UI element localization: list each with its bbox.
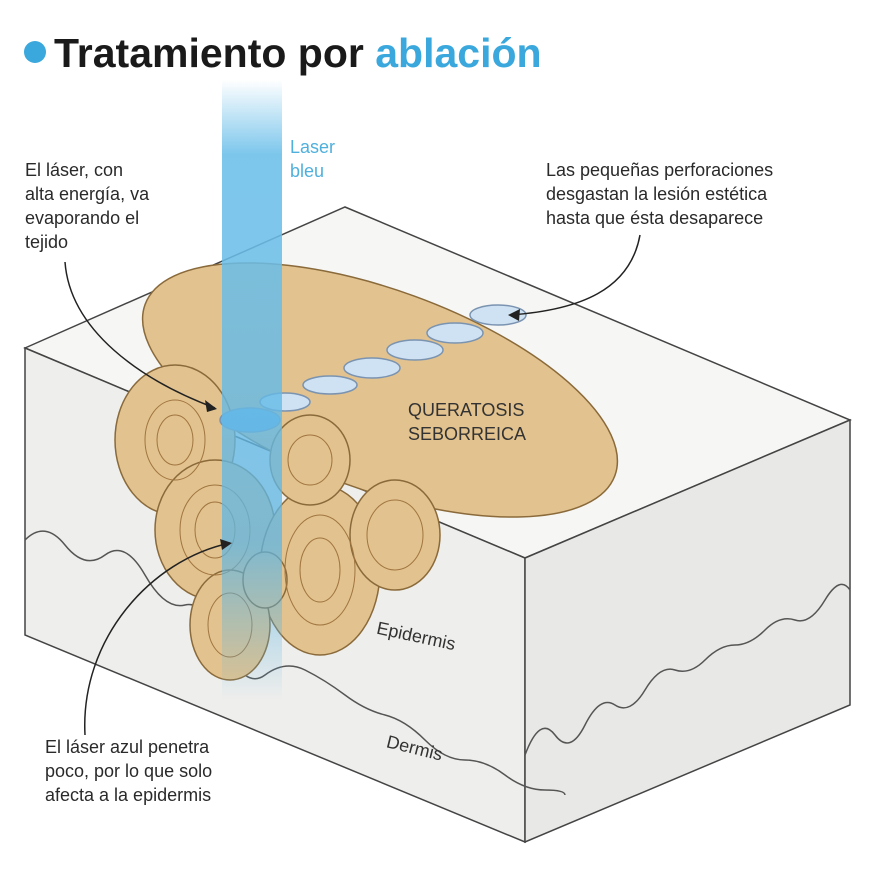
bullet-dot-icon — [24, 41, 46, 63]
title-accent: ablación — [375, 30, 542, 76]
page-title: Tratamiento por ablación — [24, 30, 542, 77]
laser-beam — [222, 80, 282, 700]
epidermis-line-right — [524, 583, 851, 756]
label-blue-laser: El láser azul penetra poco, por lo que s… — [45, 737, 213, 805]
skin-right-face — [524, 418, 851, 844]
epidermis-line — [24, 530, 566, 796]
label-perforations: Las pequeñas perforaciones desgastan la … — [546, 160, 774, 228]
callout-arrows — [64, 234, 641, 736]
arrow-heads — [205, 309, 520, 550]
label-high-energy: El láser, con alta energía, va evaporand… — [25, 160, 150, 252]
title-main: Tratamiento por — [54, 30, 364, 76]
lesion-label: QUERATOSIS SEBORREICA — [408, 400, 527, 444]
laser-beam-label: Laser bleu — [290, 137, 336, 181]
